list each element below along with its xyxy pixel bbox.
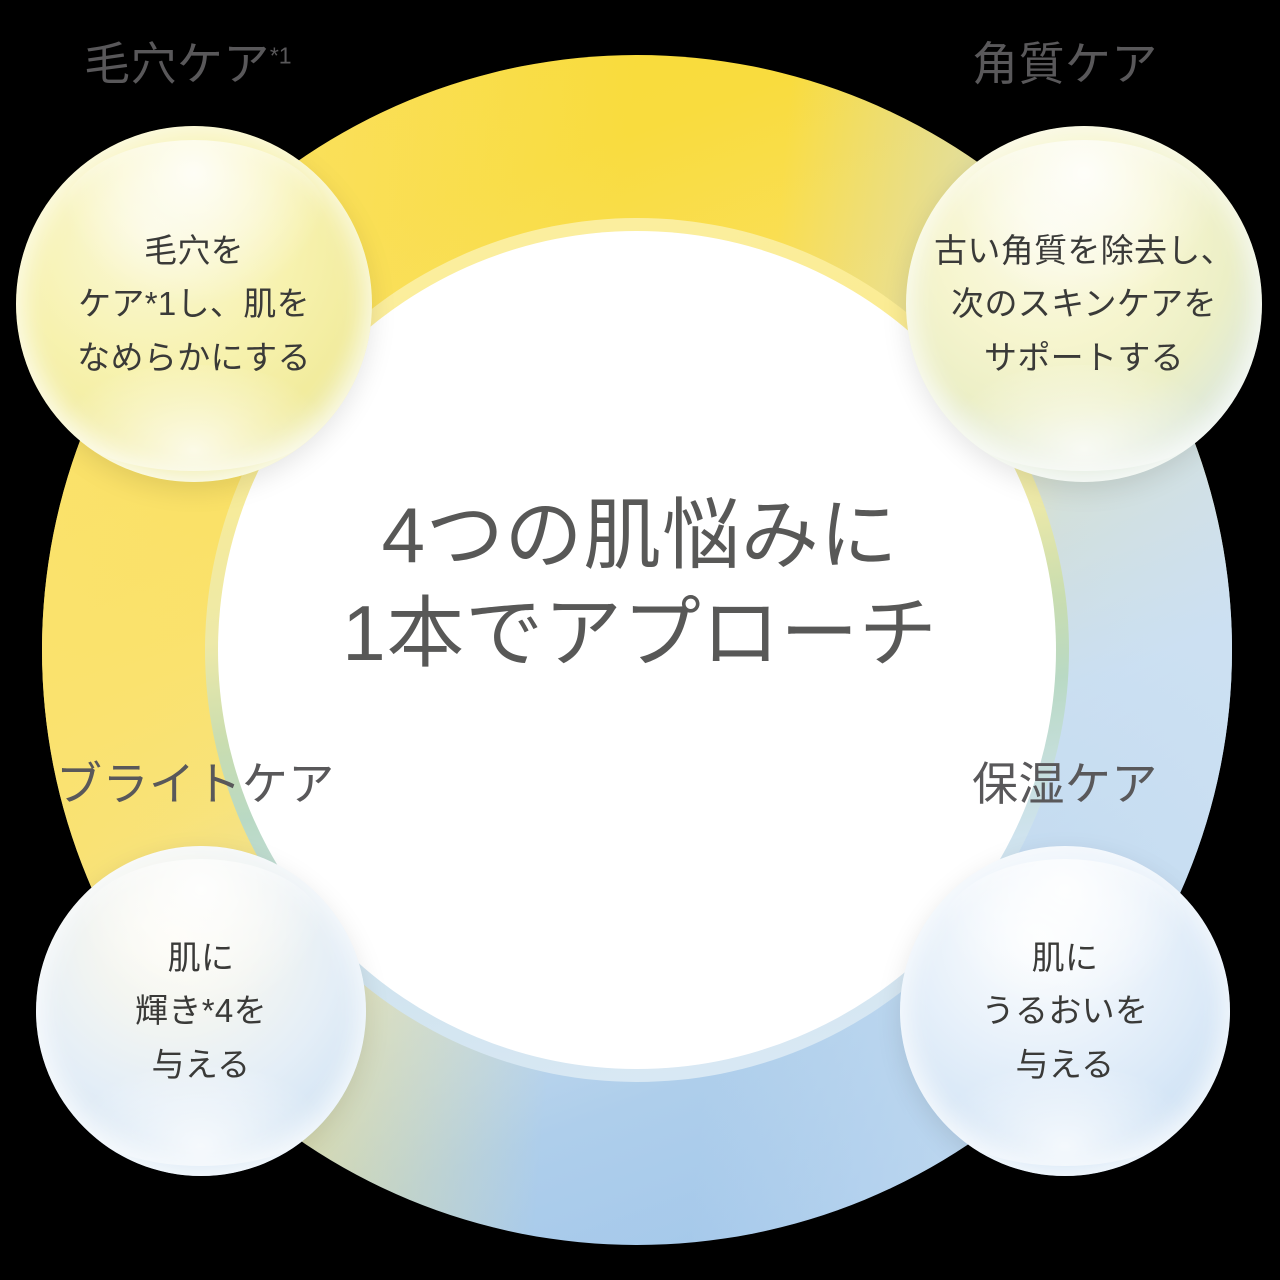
- category-label-keratin-care-text: 角質ケア: [972, 38, 1158, 90]
- bubble-keratin-care-text: 古い角質を除去し、 次のスキンケアを サポートする: [934, 231, 1234, 376]
- category-label-pore-care-footnote: *1: [269, 42, 292, 69]
- category-label-bright-care-text: ブライトケア: [56, 758, 335, 810]
- category-label-pore-care: 毛穴ケア*1: [84, 28, 292, 94]
- category-label-moisture-care-text: 保湿ケア: [972, 758, 1158, 810]
- category-label-moisture-care: 保湿ケア: [972, 748, 1158, 814]
- bubble-moisture-care[interactable]: 肌に うるおいを 与える: [900, 846, 1230, 1176]
- category-label-keratin-care: 角質ケア: [972, 28, 1158, 94]
- category-label-pore-care-text: 毛穴ケア: [84, 38, 270, 90]
- bubble-bright-care[interactable]: 肌に 輝き*4を 与える: [36, 846, 366, 1176]
- bubble-moisture-care-text: 肌に うるおいを 与える: [981, 938, 1149, 1083]
- page-title: 4つの肌悩みに 1本でアプローチ: [342, 491, 938, 678]
- bubble-pore-care-text: 毛穴を ケア*1し、肌を なめらかにする: [77, 231, 311, 376]
- bubble-bright-care-text: 肌に 輝き*4を 与える: [135, 938, 267, 1083]
- bubble-keratin-care[interactable]: 古い角質を除去し、 次のスキンケアを サポートする: [906, 126, 1262, 482]
- bubble-pore-care[interactable]: 毛穴を ケア*1し、肌を なめらかにする: [16, 126, 372, 482]
- category-label-bright-care: ブライトケア: [56, 748, 335, 814]
